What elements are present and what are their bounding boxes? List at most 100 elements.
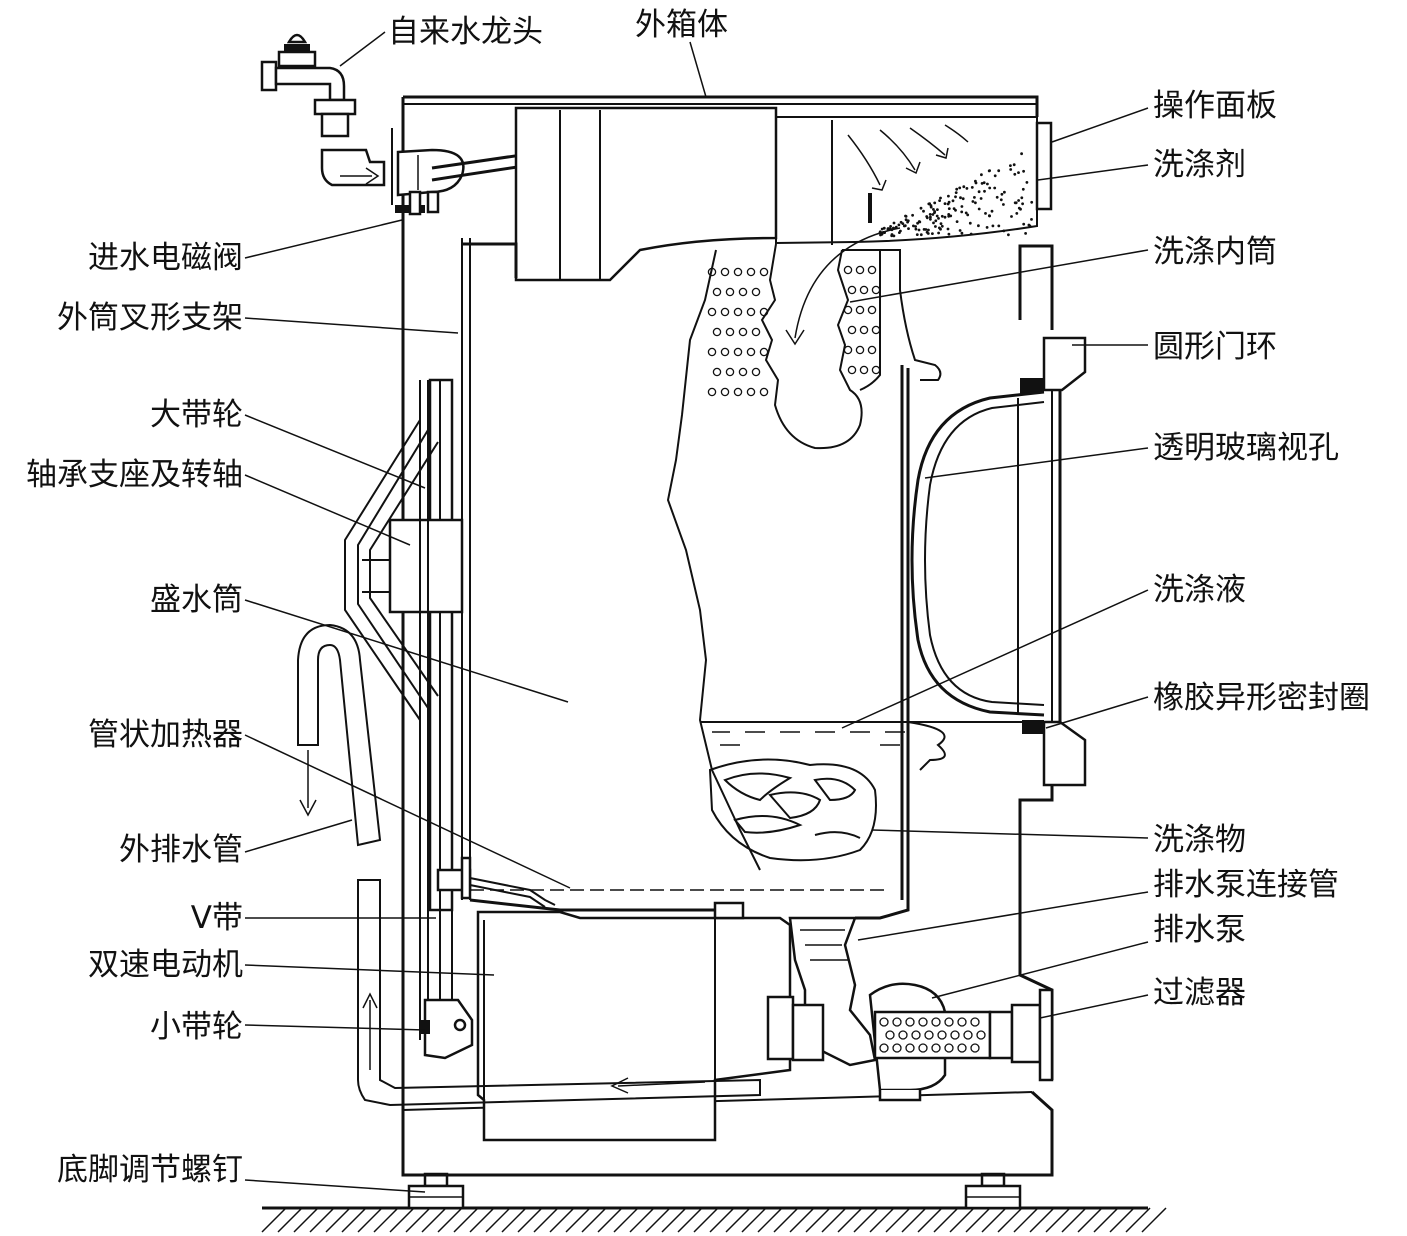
filter-hole <box>924 1030 934 1040</box>
faucet <box>260 33 386 187</box>
drum-hole <box>859 325 869 335</box>
powder-grain <box>928 202 931 206</box>
hatch-line <box>549 1207 575 1233</box>
powder-grain <box>1020 196 1024 200</box>
drum-hole <box>712 367 722 377</box>
powder-grain <box>931 213 935 216</box>
label-drain-pump: 排水泵 <box>1153 912 1246 948</box>
drum-hole <box>867 265 877 275</box>
powder-grain <box>974 179 977 183</box>
filter-hole <box>879 1043 889 1053</box>
label-motor: 双速电动机 <box>88 947 243 983</box>
powder-grain <box>1013 201 1017 205</box>
filter-hole <box>892 1043 902 1053</box>
laundry <box>708 758 877 862</box>
powder-grain <box>1022 222 1026 226</box>
drum-hole <box>707 347 717 357</box>
hatch-line <box>501 1207 527 1233</box>
door-ring <box>1020 336 1087 787</box>
powder-grain <box>880 227 884 231</box>
drum-hole <box>867 305 877 315</box>
powder-grain <box>995 195 999 199</box>
water-tub <box>461 238 910 920</box>
hatch-line <box>693 1207 719 1233</box>
drum-hole <box>720 267 730 277</box>
hatch-line <box>1013 1207 1039 1233</box>
drum-hole <box>867 345 877 355</box>
powder-grain <box>960 205 964 208</box>
powder-grain <box>991 224 995 228</box>
powder-grain <box>914 227 918 231</box>
powder-grain <box>1027 223 1031 227</box>
powder-grain <box>968 221 972 225</box>
filter-hole <box>944 1043 954 1053</box>
drum-hole <box>871 325 881 335</box>
powder-grain <box>892 221 896 225</box>
filter-hole <box>931 1017 941 1027</box>
label-drain-hose: 外排水管 <box>119 832 243 868</box>
filter-hole <box>937 1030 947 1040</box>
label-foot-screw: 底脚调节螺钉 <box>57 1152 243 1188</box>
hatch-line <box>837 1207 863 1233</box>
powder-grain <box>929 217 932 221</box>
hatch-line <box>1077 1207 1103 1233</box>
foot-right <box>964 1172 1022 1210</box>
label-filter: 过滤器 <box>1153 975 1246 1011</box>
powder-grain <box>951 199 955 203</box>
powder-grain <box>914 225 917 228</box>
powder-grain <box>984 212 987 215</box>
hatch-line <box>645 1207 671 1233</box>
drum-hole <box>859 365 869 375</box>
powder-grain <box>882 226 886 230</box>
label-v-belt: V带 <box>191 900 243 936</box>
hatch-line <box>1141 1207 1167 1233</box>
label-outer-cabinet: 外箱体 <box>635 7 728 43</box>
hatch-line <box>853 1207 879 1233</box>
label-large-pulley: 大带轮 <box>150 397 243 433</box>
hatch-line <box>1029 1207 1055 1233</box>
label-pump-pipe: 排水泵连接管 <box>1153 867 1339 903</box>
water-spray-arrows <box>847 124 969 223</box>
powder-grain <box>943 215 947 219</box>
label-detergent: 洗涤剂 <box>1153 147 1246 183</box>
powder-grain <box>974 201 977 205</box>
hatch-line <box>421 1207 447 1233</box>
hatch-line <box>741 1207 767 1233</box>
filter-hole <box>879 1017 889 1027</box>
drum-hole <box>855 265 865 275</box>
powder-grain <box>1030 218 1033 221</box>
powder-grain <box>890 234 894 238</box>
powder-grain <box>1002 203 1005 206</box>
powder-grain <box>979 197 983 200</box>
hatch-line <box>789 1207 815 1233</box>
powder-grain <box>999 198 1003 202</box>
powder-grain <box>902 224 906 228</box>
drum-hole <box>871 285 881 295</box>
powder-grain <box>960 231 964 235</box>
hatch-line <box>869 1207 895 1233</box>
filter-hole <box>970 1017 980 1027</box>
powder-grain <box>1021 202 1024 206</box>
powder-grain <box>954 195 957 199</box>
drum-hole <box>720 307 730 317</box>
powder-grain <box>988 186 992 190</box>
powder-grain <box>1010 215 1013 218</box>
hatch-line <box>565 1207 591 1233</box>
drum-hole <box>707 267 717 277</box>
hatch-line <box>1109 1207 1135 1233</box>
drum-hole <box>733 267 743 277</box>
drum-hole <box>759 347 769 357</box>
glass-window <box>910 390 1045 717</box>
drum-hole <box>712 327 722 337</box>
powder-grain <box>927 228 930 232</box>
drum-hole <box>725 327 735 337</box>
drum-hole <box>759 387 769 397</box>
powder-grain <box>1002 229 1006 233</box>
powder-grain <box>899 229 902 233</box>
filter-hole <box>957 1043 967 1053</box>
powder-grain <box>938 199 941 203</box>
hatch-line <box>901 1207 927 1233</box>
powder-grain <box>933 210 937 213</box>
powder-grain <box>969 232 973 236</box>
drum-hole <box>707 387 717 397</box>
